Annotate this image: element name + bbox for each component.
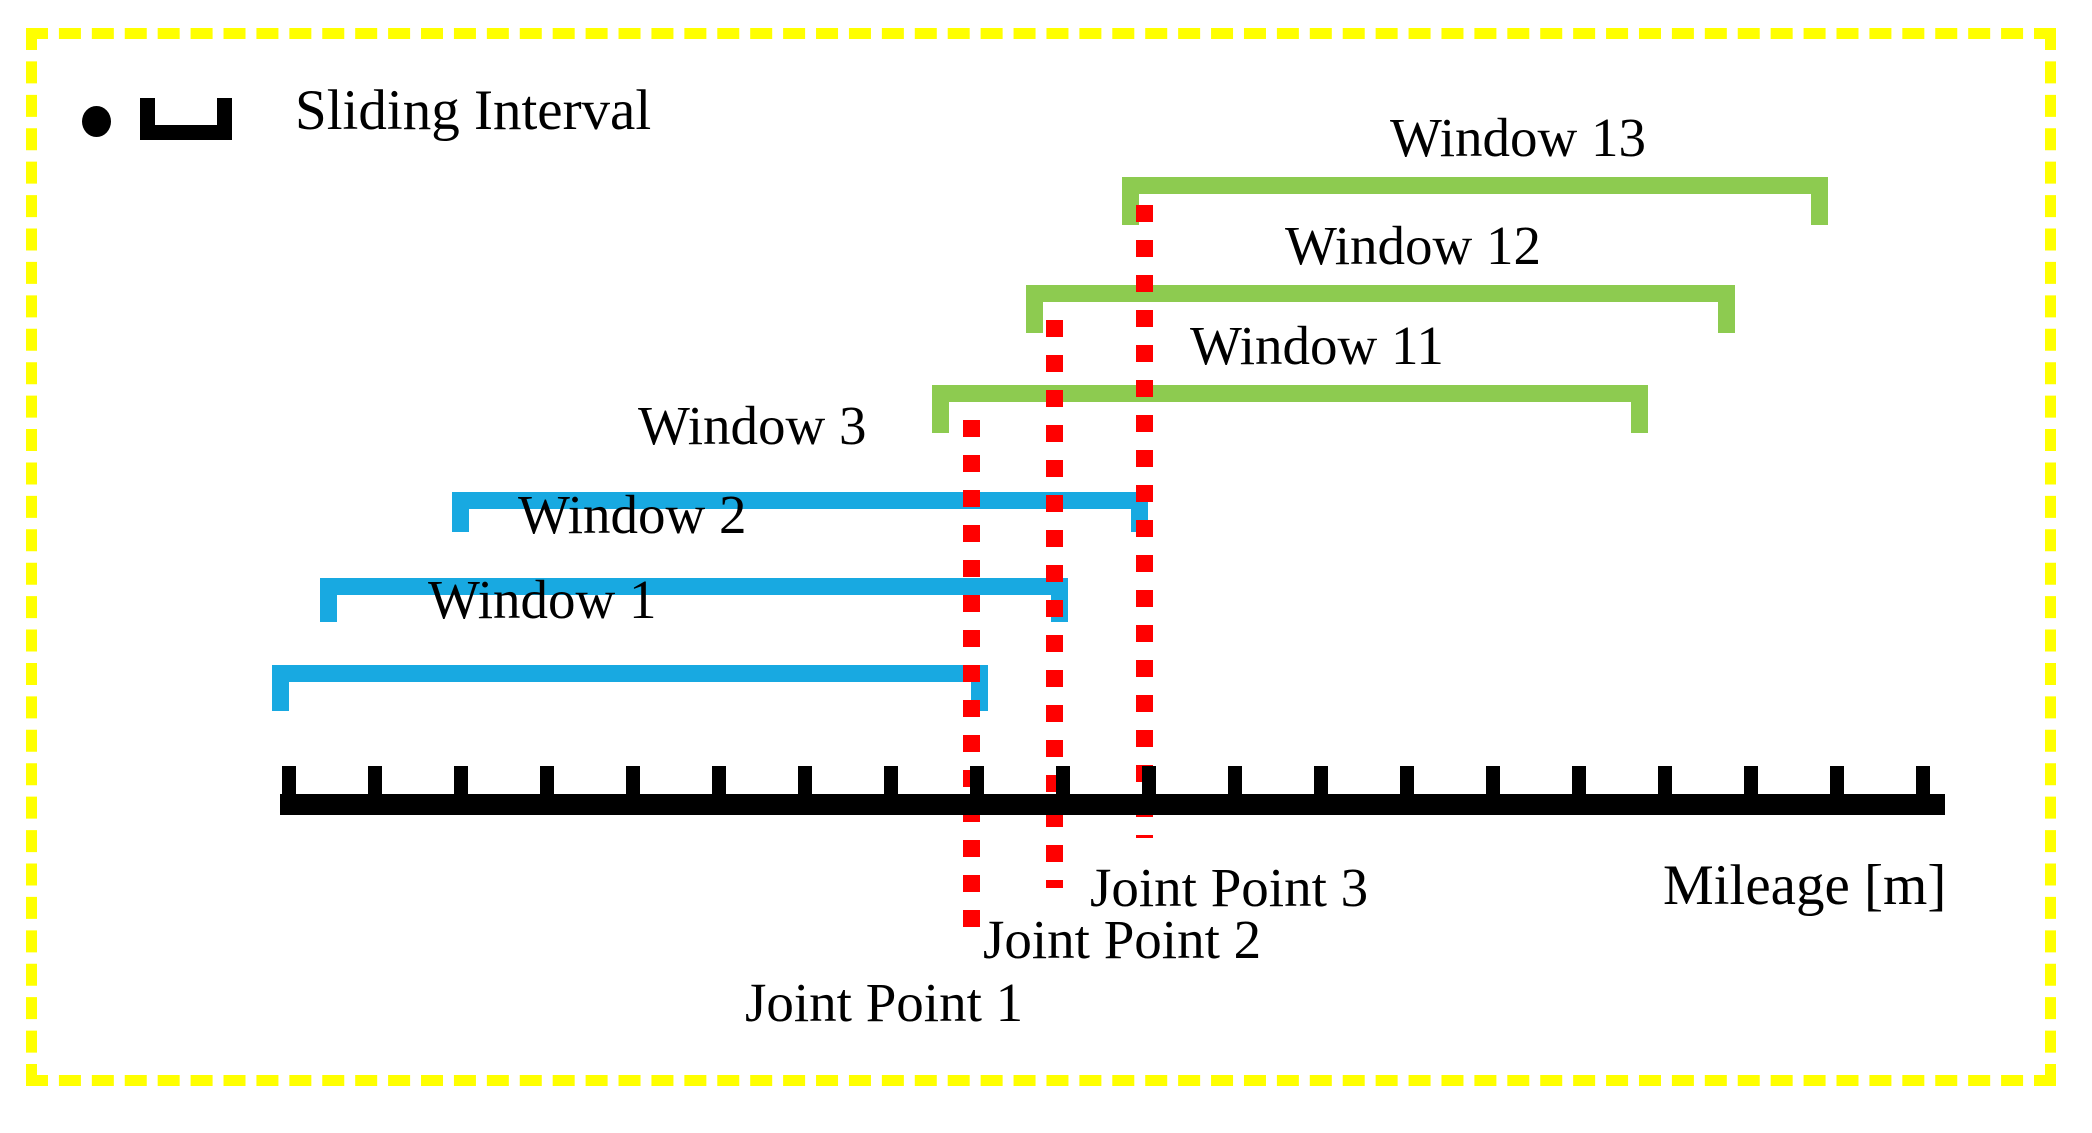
joint-point-label: Joint Point 3 <box>1090 857 1369 918</box>
axis-tick <box>1744 766 1758 798</box>
yellow-dashed-frame <box>26 28 2056 1086</box>
window-bracket-bar <box>320 578 1068 595</box>
window-bracket-left-cap <box>272 665 289 711</box>
axis-tick <box>1916 766 1930 798</box>
window-bracket-bar <box>1122 177 1828 194</box>
u-bracket-icon <box>140 98 232 140</box>
window-label: Window 12 <box>1285 215 1541 276</box>
joint-point-label: Joint Point 1 <box>745 972 1024 1033</box>
axis-title: Mileage [m] <box>1663 854 1947 917</box>
axis-tick <box>1314 766 1328 798</box>
window-bracket <box>932 385 1648 433</box>
window-bracket-bar <box>932 385 1648 402</box>
window-bracket-right-cap <box>1718 285 1735 333</box>
axis-tick <box>1228 766 1242 798</box>
window-label: Window 2 <box>518 484 747 545</box>
window-bracket-bar <box>272 665 988 682</box>
u-bracket-base <box>140 125 232 140</box>
axis-tick <box>1572 766 1586 798</box>
window-bracket-left-cap <box>452 492 469 532</box>
axis-baseline <box>280 794 1945 815</box>
axis-tick <box>1486 766 1500 798</box>
window-label: Window 11 <box>1190 315 1444 376</box>
window-label: Window 1 <box>428 569 657 630</box>
filled-circle-icon <box>82 106 111 137</box>
window-label: Window 13 <box>1390 107 1646 168</box>
window-bracket-left-cap <box>320 578 337 622</box>
window-bracket <box>1122 177 1828 225</box>
axis-tick <box>884 766 898 798</box>
axis-tick <box>1658 766 1672 798</box>
axis-tick <box>1142 766 1156 798</box>
axis-tick <box>540 766 554 798</box>
axis-tick <box>798 766 812 798</box>
axis-tick <box>970 766 984 798</box>
window-bracket-left-cap <box>1122 177 1139 225</box>
legend-label: Sliding Interval <box>295 79 652 142</box>
joint-point-line <box>963 420 980 940</box>
joint-point-line <box>1136 205 1153 838</box>
window-bracket-right-cap <box>1631 385 1648 433</box>
joint-point-line <box>1046 320 1063 888</box>
window-label: Window 3 <box>638 395 867 456</box>
window-bracket-bar <box>1026 285 1735 302</box>
window-bracket-left-cap <box>1026 285 1043 333</box>
axis-tick <box>626 766 640 798</box>
axis-tick <box>454 766 468 798</box>
axis-tick <box>1830 766 1844 798</box>
axis-tick <box>1400 766 1414 798</box>
axis-tick <box>1056 766 1070 798</box>
joint-point-label: Joint Point 2 <box>983 909 1262 970</box>
axis-tick <box>282 766 296 798</box>
window-bracket <box>1026 285 1735 333</box>
axis-tick <box>368 766 382 798</box>
axis-tick <box>712 766 726 798</box>
window-bracket-left-cap <box>932 385 949 433</box>
window-bracket <box>272 665 988 711</box>
window-bracket-right-cap <box>1811 177 1828 225</box>
